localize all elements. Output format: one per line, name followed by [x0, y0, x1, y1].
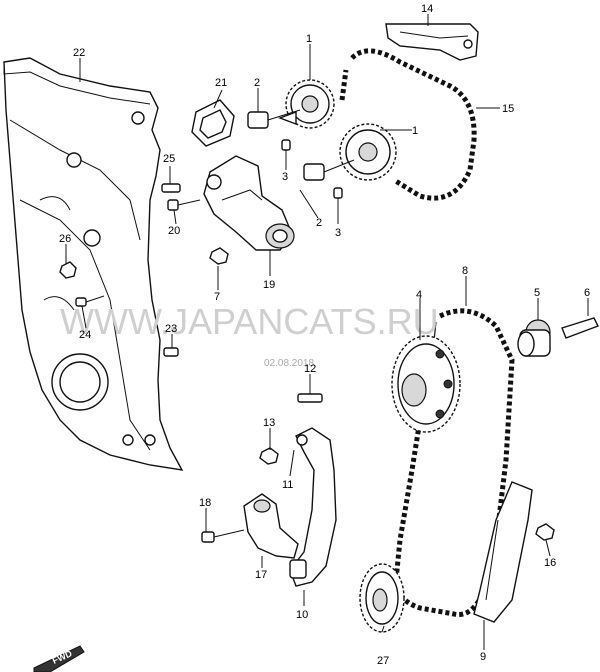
chain-guide-bracket-part	[385, 23, 479, 61]
dowel-pin-upper	[281, 139, 291, 151]
chain-guide-part-10	[289, 427, 337, 587]
callout-24: 24	[79, 329, 91, 341]
watermark-text: WWW.JAPANCATS.RU	[60, 301, 439, 342]
bolt-part-16	[535, 523, 555, 541]
callout-26: 26	[59, 233, 71, 245]
forward-arrow-icon: FWD	[33, 645, 85, 672]
callout-16: 16	[544, 557, 556, 569]
callout-12: 12	[304, 363, 316, 375]
tensioner-part-17	[243, 493, 299, 559]
callout-3: 3	[335, 227, 341, 239]
callout-9: 9	[480, 651, 486, 663]
callout-5: 5	[534, 287, 540, 299]
stud-part-12	[297, 393, 323, 403]
camshaft-sprocket-upper	[278, 79, 335, 129]
callout-25: 25	[163, 153, 175, 165]
callout-labels: 1 1 2 2 3 3 4 5 6 7 8 9 10 11 12 13 14 1…	[59, 3, 590, 667]
nut-26	[59, 261, 77, 279]
callout-leaders	[65, 14, 589, 650]
upper-timing-chain	[350, 48, 477, 201]
bolt-20	[167, 199, 201, 211]
chain-guide-part-9	[473, 481, 533, 623]
callout-1: 1	[306, 33, 312, 45]
callout-6: 6	[584, 287, 590, 299]
crankshaft-sprocket-part	[359, 563, 405, 633]
callout-2: 2	[254, 77, 260, 89]
callout-13: 13	[263, 417, 275, 429]
callout-17: 17	[255, 569, 267, 581]
callout-2: 2	[316, 217, 322, 229]
bolt-part-6	[561, 317, 599, 339]
sprocket-bolt-upper	[247, 109, 301, 129]
date-stamp: 02.08.2018	[264, 358, 314, 369]
callout-19: 19	[263, 279, 275, 291]
nut-part-13	[259, 447, 279, 465]
callout-10: 10	[296, 609, 308, 621]
timing-cover-part	[3, 57, 184, 471]
sprocket-bolt-lower	[303, 159, 355, 181]
callout-22: 22	[73, 47, 85, 59]
callout-8: 8	[462, 265, 468, 277]
callout-14: 14	[421, 3, 433, 15]
callout-7: 7	[214, 291, 220, 303]
dowel-pin-lower	[333, 187, 343, 199]
tensioner-gasket-part	[191, 99, 235, 147]
sprocket-part-4	[391, 335, 461, 433]
callout-20: 20	[168, 225, 180, 237]
bolt-25	[161, 183, 181, 193]
idler-part-5	[517, 319, 551, 357]
callout-27: 27	[377, 655, 389, 667]
camshaft-sprocket-lower	[339, 123, 397, 181]
callout-15: 15	[502, 103, 514, 115]
callout-1: 1	[412, 125, 418, 137]
callout-4: 4	[416, 289, 422, 301]
bolt-part-18	[201, 529, 245, 543]
callout-3: 3	[282, 171, 288, 183]
callout-18: 18	[199, 497, 211, 509]
pin-23	[163, 347, 179, 357]
callout-11: 11	[282, 479, 293, 491]
upper-timing-chain-inner	[339, 69, 349, 101]
callout-21: 21	[215, 77, 227, 89]
nut-7	[209, 247, 229, 265]
chain-tensioner-part	[203, 155, 295, 251]
callout-23: 23	[165, 323, 177, 335]
bolt-24	[75, 295, 105, 307]
